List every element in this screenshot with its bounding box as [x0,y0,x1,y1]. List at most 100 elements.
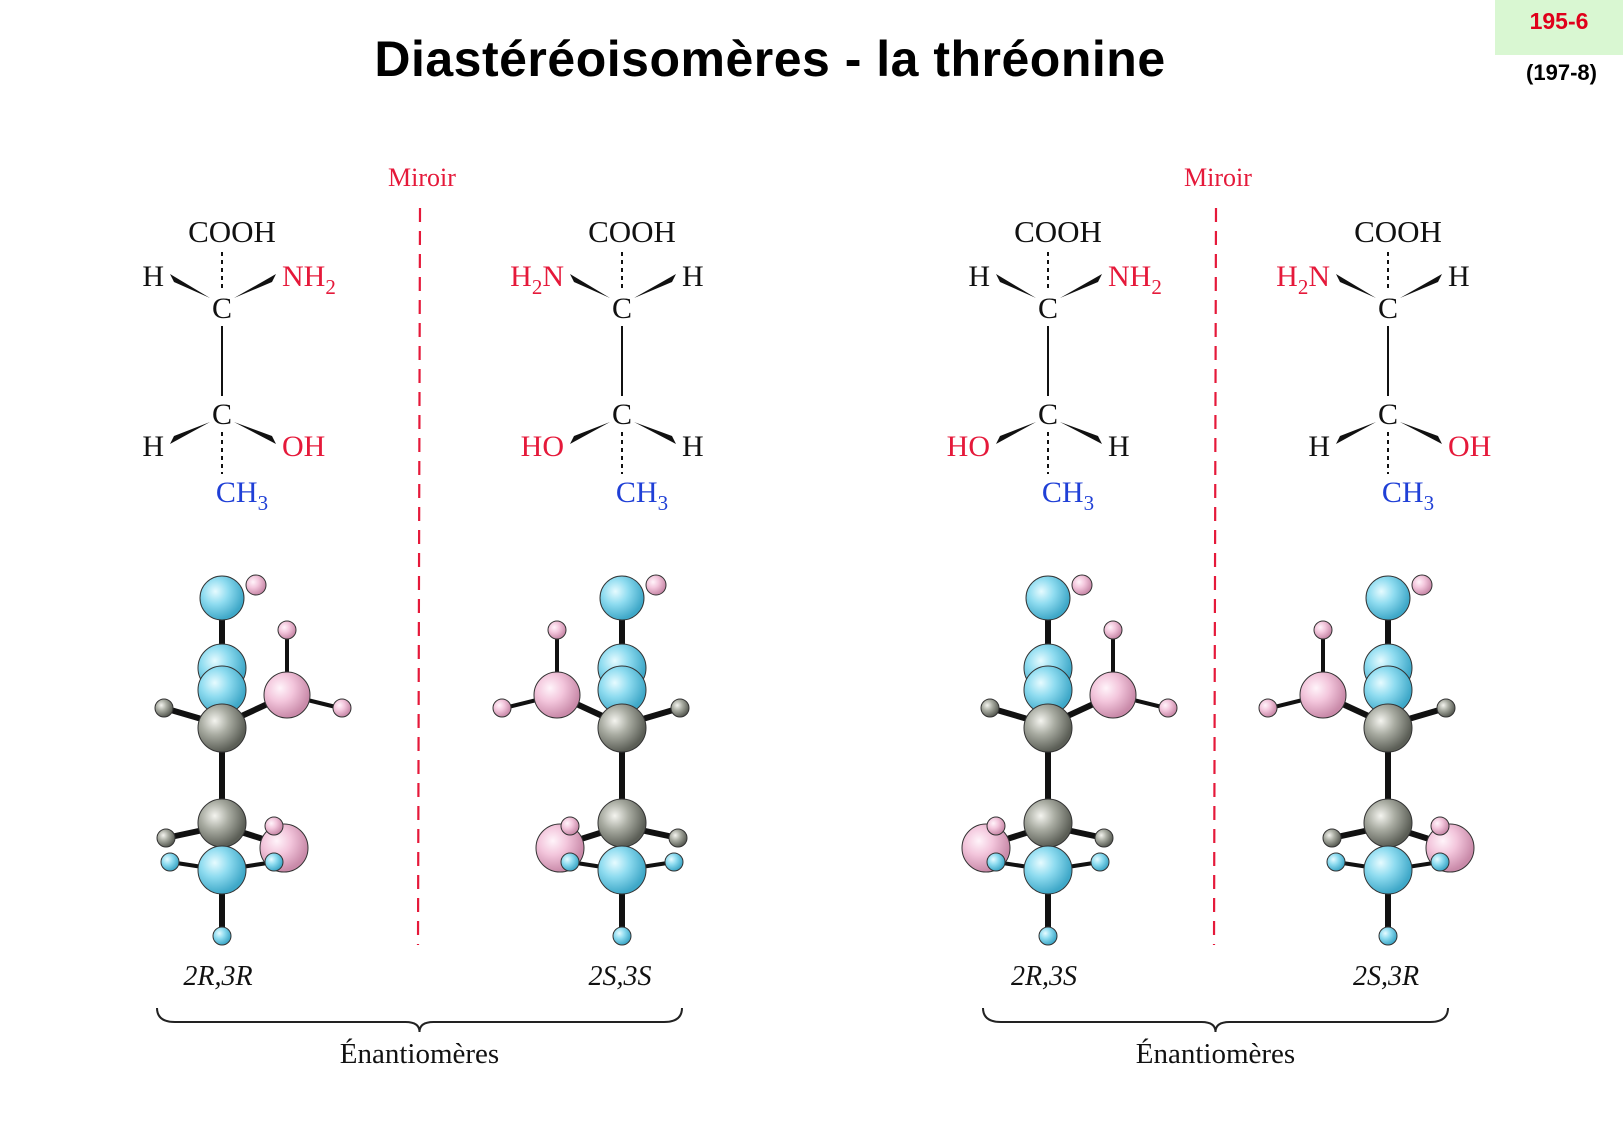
carbon-atom [197,845,247,895]
group-c3-left: HO [521,430,564,463]
carbon-c2: C [1378,292,1398,325]
bond-wedge [570,274,610,298]
hydrogen-atom [1411,574,1433,596]
hydrogen-atom [492,698,512,718]
bond-wedge [996,274,1036,298]
group-c2-left: H2N [510,260,564,299]
hydrogen-atom [670,698,690,718]
hydrogen-atom [1378,926,1398,946]
hydrogen-atom [1436,698,1456,718]
hydrogen-atom [277,620,297,640]
group-top: COOH [588,214,676,249]
carbon-atom [197,798,247,848]
page-number-badge: 195-6 [1495,0,1623,55]
bond-wedge [1060,274,1102,298]
hydrogen-atom [160,852,180,872]
group-c3-left: H [1308,430,1330,463]
carbon-atom [597,845,647,895]
hydrogen-atom [1326,852,1346,872]
enantiomer-label: Énantiomères [1136,1037,1295,1070]
ball-and-stick-model [1258,574,1475,946]
carbon-atom [1363,798,1413,848]
oxygen-atom [1025,575,1071,621]
group-bottom: CH3 [1042,476,1094,515]
nitrogen-atom [1299,671,1347,719]
hydrogen-atom [156,828,176,848]
carbon-c3: C [1378,398,1398,431]
bond-wedge [634,274,676,298]
bond-wedge [1060,422,1102,444]
hydrogen-atom [645,574,667,596]
bond-wedge [996,422,1036,444]
bond-wedge [1336,274,1376,298]
carbon-atom [197,703,247,753]
hydrogen-atom [1313,620,1333,640]
oxygen-atom [599,575,645,621]
enantiomer-brace [982,1007,1449,1033]
bond-wedge [170,422,210,444]
hydrogen-atom [668,828,688,848]
group-c3-left: H [142,430,164,463]
hydrogen-atom [560,816,580,836]
carbon-c2: C [612,292,632,325]
mirror-line [416,207,422,946]
group-bottom: CH3 [216,476,268,515]
hydrogen-atom [986,852,1006,872]
bond-wedge [170,274,210,298]
group-c3-right: OH [282,430,325,463]
hydrogen-atom [1038,926,1058,946]
mirror-line [1212,207,1218,946]
mirror-label: Miroir [388,163,456,192]
group-c3-right: OH [1448,430,1491,463]
group-c2-left: H [968,260,990,293]
carbon-c3: C [1038,398,1058,431]
bond-wedge [234,274,276,298]
enantiomer-brace [156,1007,683,1033]
group-c2-left: H [142,260,164,293]
group-c3-right: H [1108,430,1130,463]
stereo-label: 2R,3R [183,961,252,992]
hydrogen-atom [1158,698,1178,718]
bond-wedge [634,422,676,444]
page-reference: (197-8) [1526,60,1597,85]
group-top: COOH [1014,214,1102,249]
oxygen-atom [199,575,245,621]
hydrogen-atom [1258,698,1278,718]
nitrogen-atom [263,671,311,719]
stereo-label: 2R,3S [1011,961,1077,992]
group-top: COOH [188,214,276,249]
carbon-c2: C [212,292,232,325]
hydrogen-atom [1071,574,1093,596]
oxygen-atom [1365,575,1411,621]
hydrogen-atom [560,852,580,872]
bond-wedge [1336,422,1376,444]
hydrogen-atom [664,852,684,872]
carbon-c3: C [612,398,632,431]
group-c2-right: H [682,260,704,293]
group-c2-right: H [1448,260,1470,293]
group-c2-left: H2N [1276,260,1330,299]
page-title: Diastéréoisomères - la thréonine [374,31,1166,87]
group-bottom: CH3 [616,476,668,515]
bond-wedge [1400,422,1442,444]
group-c3-left: HO [947,430,990,463]
carbon-atom [1023,798,1073,848]
group-c2-right: NH2 [282,260,336,299]
hydrogen-atom [1430,816,1450,836]
nitrogen-atom [533,671,581,719]
bond-wedge [1400,274,1442,298]
bond-wedge [234,422,276,444]
enantiomer-label: Énantiomères [340,1037,499,1070]
carbon-atom [1363,703,1413,753]
hydrogen-atom [264,852,284,872]
hydrogen-atom [212,926,232,946]
